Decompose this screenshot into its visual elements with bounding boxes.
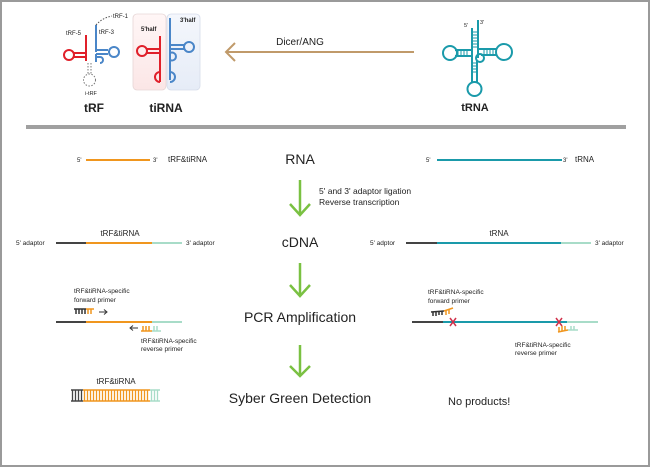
- trf-title: tRF: [84, 101, 104, 115]
- left-fwd-primer-line2: forward primer: [74, 297, 117, 304]
- right-rev-cross-icon: [555, 317, 563, 327]
- left-pcr-product: [71, 389, 160, 402]
- left-rna-5prime: 5': [77, 158, 81, 164]
- trf5-label: tRF-5: [66, 31, 82, 37]
- itrf-label: i-tRF: [85, 91, 98, 97]
- left-rev-primer-line1: tRF&tiRNA-specific: [141, 338, 197, 345]
- right-rev-primer: [557, 326, 578, 333]
- product-insert-segment: [83, 389, 150, 402]
- right-result-text: No products!: [448, 396, 510, 408]
- step-arrow-3: [289, 345, 311, 378]
- left-cdna-label: tRF&tiRNA: [100, 229, 140, 238]
- right-rev-primer-line1: tRF&tiRNA-specific: [515, 342, 571, 349]
- left-adaptor3-label: 3' adaptor: [186, 240, 216, 247]
- ligation-label-line2: Reverse transcription: [319, 197, 400, 207]
- tirna-3half-label: 3'half: [180, 18, 196, 24]
- trna-cloverleaf: [442, 20, 513, 97]
- trna-5prime-label: 5': [464, 23, 468, 29]
- right-rna-3prime: 3': [563, 158, 567, 164]
- right-rev-primer-line2: reverse primer: [515, 350, 558, 357]
- step-pcr: PCR Amplification: [244, 309, 356, 325]
- right-adaptor3-label: 3' adaptor: [595, 240, 625, 247]
- left-adaptor5-label: 5' adaptor: [16, 240, 46, 247]
- tirna-5half-label: 5'half: [141, 27, 157, 33]
- right-fwd-primer: [430, 307, 454, 316]
- right-adaptor5-label: 5' adptor: [370, 240, 396, 247]
- product-adaptor3-segment: [150, 389, 160, 402]
- step-arrow-1: [289, 180, 311, 217]
- tirna-3half-panel: [166, 13, 201, 91]
- dicer-label: Dicer/ANG: [276, 37, 324, 48]
- right-rna-5prime: 5': [426, 158, 430, 164]
- trf-illustration: tRF-5 tRF-3 tRF-1 i-tRF tRF: [63, 14, 129, 115]
- step-cdna: cDNA: [282, 234, 319, 250]
- right-fwd-primer-line2: forward primer: [428, 298, 471, 305]
- tirna-5half-structure: [136, 36, 161, 83]
- step-detection: Syber Green Detection: [229, 390, 371, 406]
- trna-3prime-label: 3': [480, 20, 484, 26]
- left-rev-primer-line2: reverse primer: [141, 346, 184, 353]
- section-divider: [26, 125, 626, 129]
- tirna-illustration: 5'half 3'half tiRNA: [132, 13, 201, 115]
- left-fwd-primer: [74, 308, 108, 315]
- ligation-label-line1: 5' and 3' adaptor ligation: [319, 186, 411, 196]
- left-rev-primer: [129, 325, 161, 332]
- itrf-structure: [83, 63, 96, 87]
- tirna-3half-structure: [169, 18, 195, 83]
- product-adaptor5-segment: [71, 389, 83, 402]
- right-cdna-label: tRNA: [489, 229, 509, 238]
- step-arrow-2: [289, 263, 311, 298]
- dicer-arrow: [224, 42, 414, 62]
- trf5-structure: [63, 35, 87, 61]
- trna-title: tRNA: [461, 102, 489, 114]
- trf3-label: tRF-3: [99, 30, 115, 36]
- right-rna-label: tRNA: [575, 155, 595, 164]
- left-rna-3prime: 3': [153, 158, 157, 164]
- left-rna-label: tRF&tiRNA: [168, 155, 208, 164]
- left-fwd-primer-line1: tRF&tiRNA-specific: [74, 288, 130, 295]
- right-fwd-primer-line1: tRF&tiRNA-specific: [428, 289, 484, 296]
- trf1-tail: [95, 15, 113, 26]
- right-fwd-cross-icon: [449, 317, 457, 327]
- step-rna: RNA: [285, 151, 315, 167]
- trf1-label: tRF-1: [113, 14, 129, 20]
- tirna-title: tiRNA: [149, 101, 183, 115]
- left-product-label: tRF&tiRNA: [96, 377, 136, 386]
- trf3-structure: [95, 25, 120, 64]
